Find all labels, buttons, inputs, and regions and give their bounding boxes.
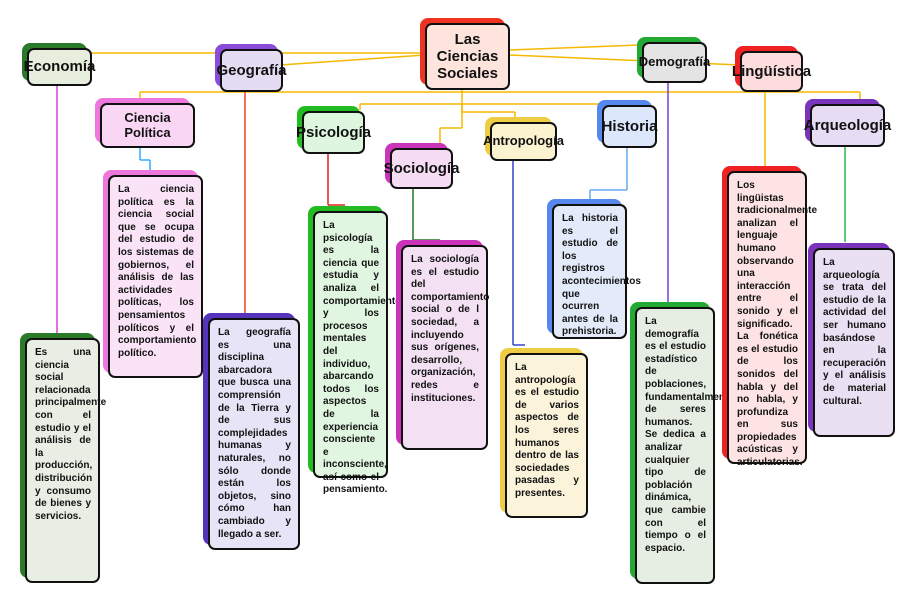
desc-economia-text: Es una ciencia social relacionada princi… xyxy=(35,347,107,522)
topic-historia[interactable]: Historia xyxy=(597,100,657,148)
topic-economia-label: Economía xyxy=(24,48,95,86)
topic-demografia-label: Demografía xyxy=(639,42,710,83)
desc-demografia: La demografía es el estudio estadístico … xyxy=(630,302,734,584)
topic-geografia-label: Geografía xyxy=(216,49,287,92)
topic-sociologia[interactable]: Sociología xyxy=(384,143,459,189)
topic-demografia[interactable]: Demografía xyxy=(637,37,710,83)
desc-linguistica: Los lingüistas tradicionalmente analizan… xyxy=(722,166,817,468)
desc-arqueologia-text: La arqueología se trata del estudio de l… xyxy=(823,257,886,407)
topic-economia[interactable]: Economía xyxy=(22,43,95,86)
desc-historia-text: La historia es el estudio de los registr… xyxy=(562,213,641,338)
topic-geografia[interactable]: Geografía xyxy=(215,44,287,92)
topic-sociologia-label: Sociología xyxy=(384,148,459,189)
main-title: Las Ciencias Sociales xyxy=(425,23,510,90)
desc-geografia-text: La geografía es una disciplina abarcador… xyxy=(218,327,291,540)
desc-linguistica-text: Los lingüistas tradicionalmente analizan… xyxy=(737,180,818,469)
desc-ciencia-politica: La ciencia política es la ciencia social… xyxy=(103,170,203,378)
topic-arqueologia-label: Arqueología xyxy=(804,104,891,147)
desc-economia: Es una ciencia social relacionada princi… xyxy=(20,333,107,583)
desc-sociologia-text: La sociología es el estudio del comporta… xyxy=(411,254,490,404)
topic-linguistica-label: Lingüística xyxy=(732,51,811,92)
desc-arqueologia: La arqueología se trata del estudio de l… xyxy=(808,243,895,437)
topic-linguistica[interactable]: Lingüística xyxy=(732,46,811,92)
desc-demografia-text: La demografía es el estudio estadístico … xyxy=(645,316,734,554)
topic-historia-label: Historia xyxy=(602,105,657,148)
desc-antropologia-text: La antropología es el estudio de varios … xyxy=(515,362,579,499)
desc-sociologia: La sociología es el estudio del comporta… xyxy=(396,240,490,450)
desc-ciencia-politica-text: La ciencia política es la ciencia social… xyxy=(118,184,197,359)
topic-psicologia[interactable]: Psicología xyxy=(296,106,371,154)
topic-antropologia-label: Antropología xyxy=(483,122,564,161)
main-title-node[interactable]: Las Ciencias Sociales xyxy=(420,18,510,90)
desc-geografia: La geografía es una disciplina abarcador… xyxy=(203,313,300,550)
desc-psicologia: La psicología es la ciencia que estudia … xyxy=(308,206,401,495)
desc-antropologia: La antropología es el estudio de varios … xyxy=(500,348,588,518)
desc-psicologia-text: La psicología es la ciencia que estudia … xyxy=(323,220,402,496)
desc-historia: La historia es el estudio de los registr… xyxy=(547,199,641,339)
topic-arqueologia[interactable]: Arqueología xyxy=(804,99,891,147)
topic-antropologia[interactable]: Antropología xyxy=(483,117,564,161)
topic-psicologia-label: Psicología xyxy=(296,111,371,154)
topic-ciencia-politica[interactable]: Ciencia Política xyxy=(95,98,195,148)
topic-ciencia-politica-label: Ciencia Política xyxy=(100,103,195,148)
